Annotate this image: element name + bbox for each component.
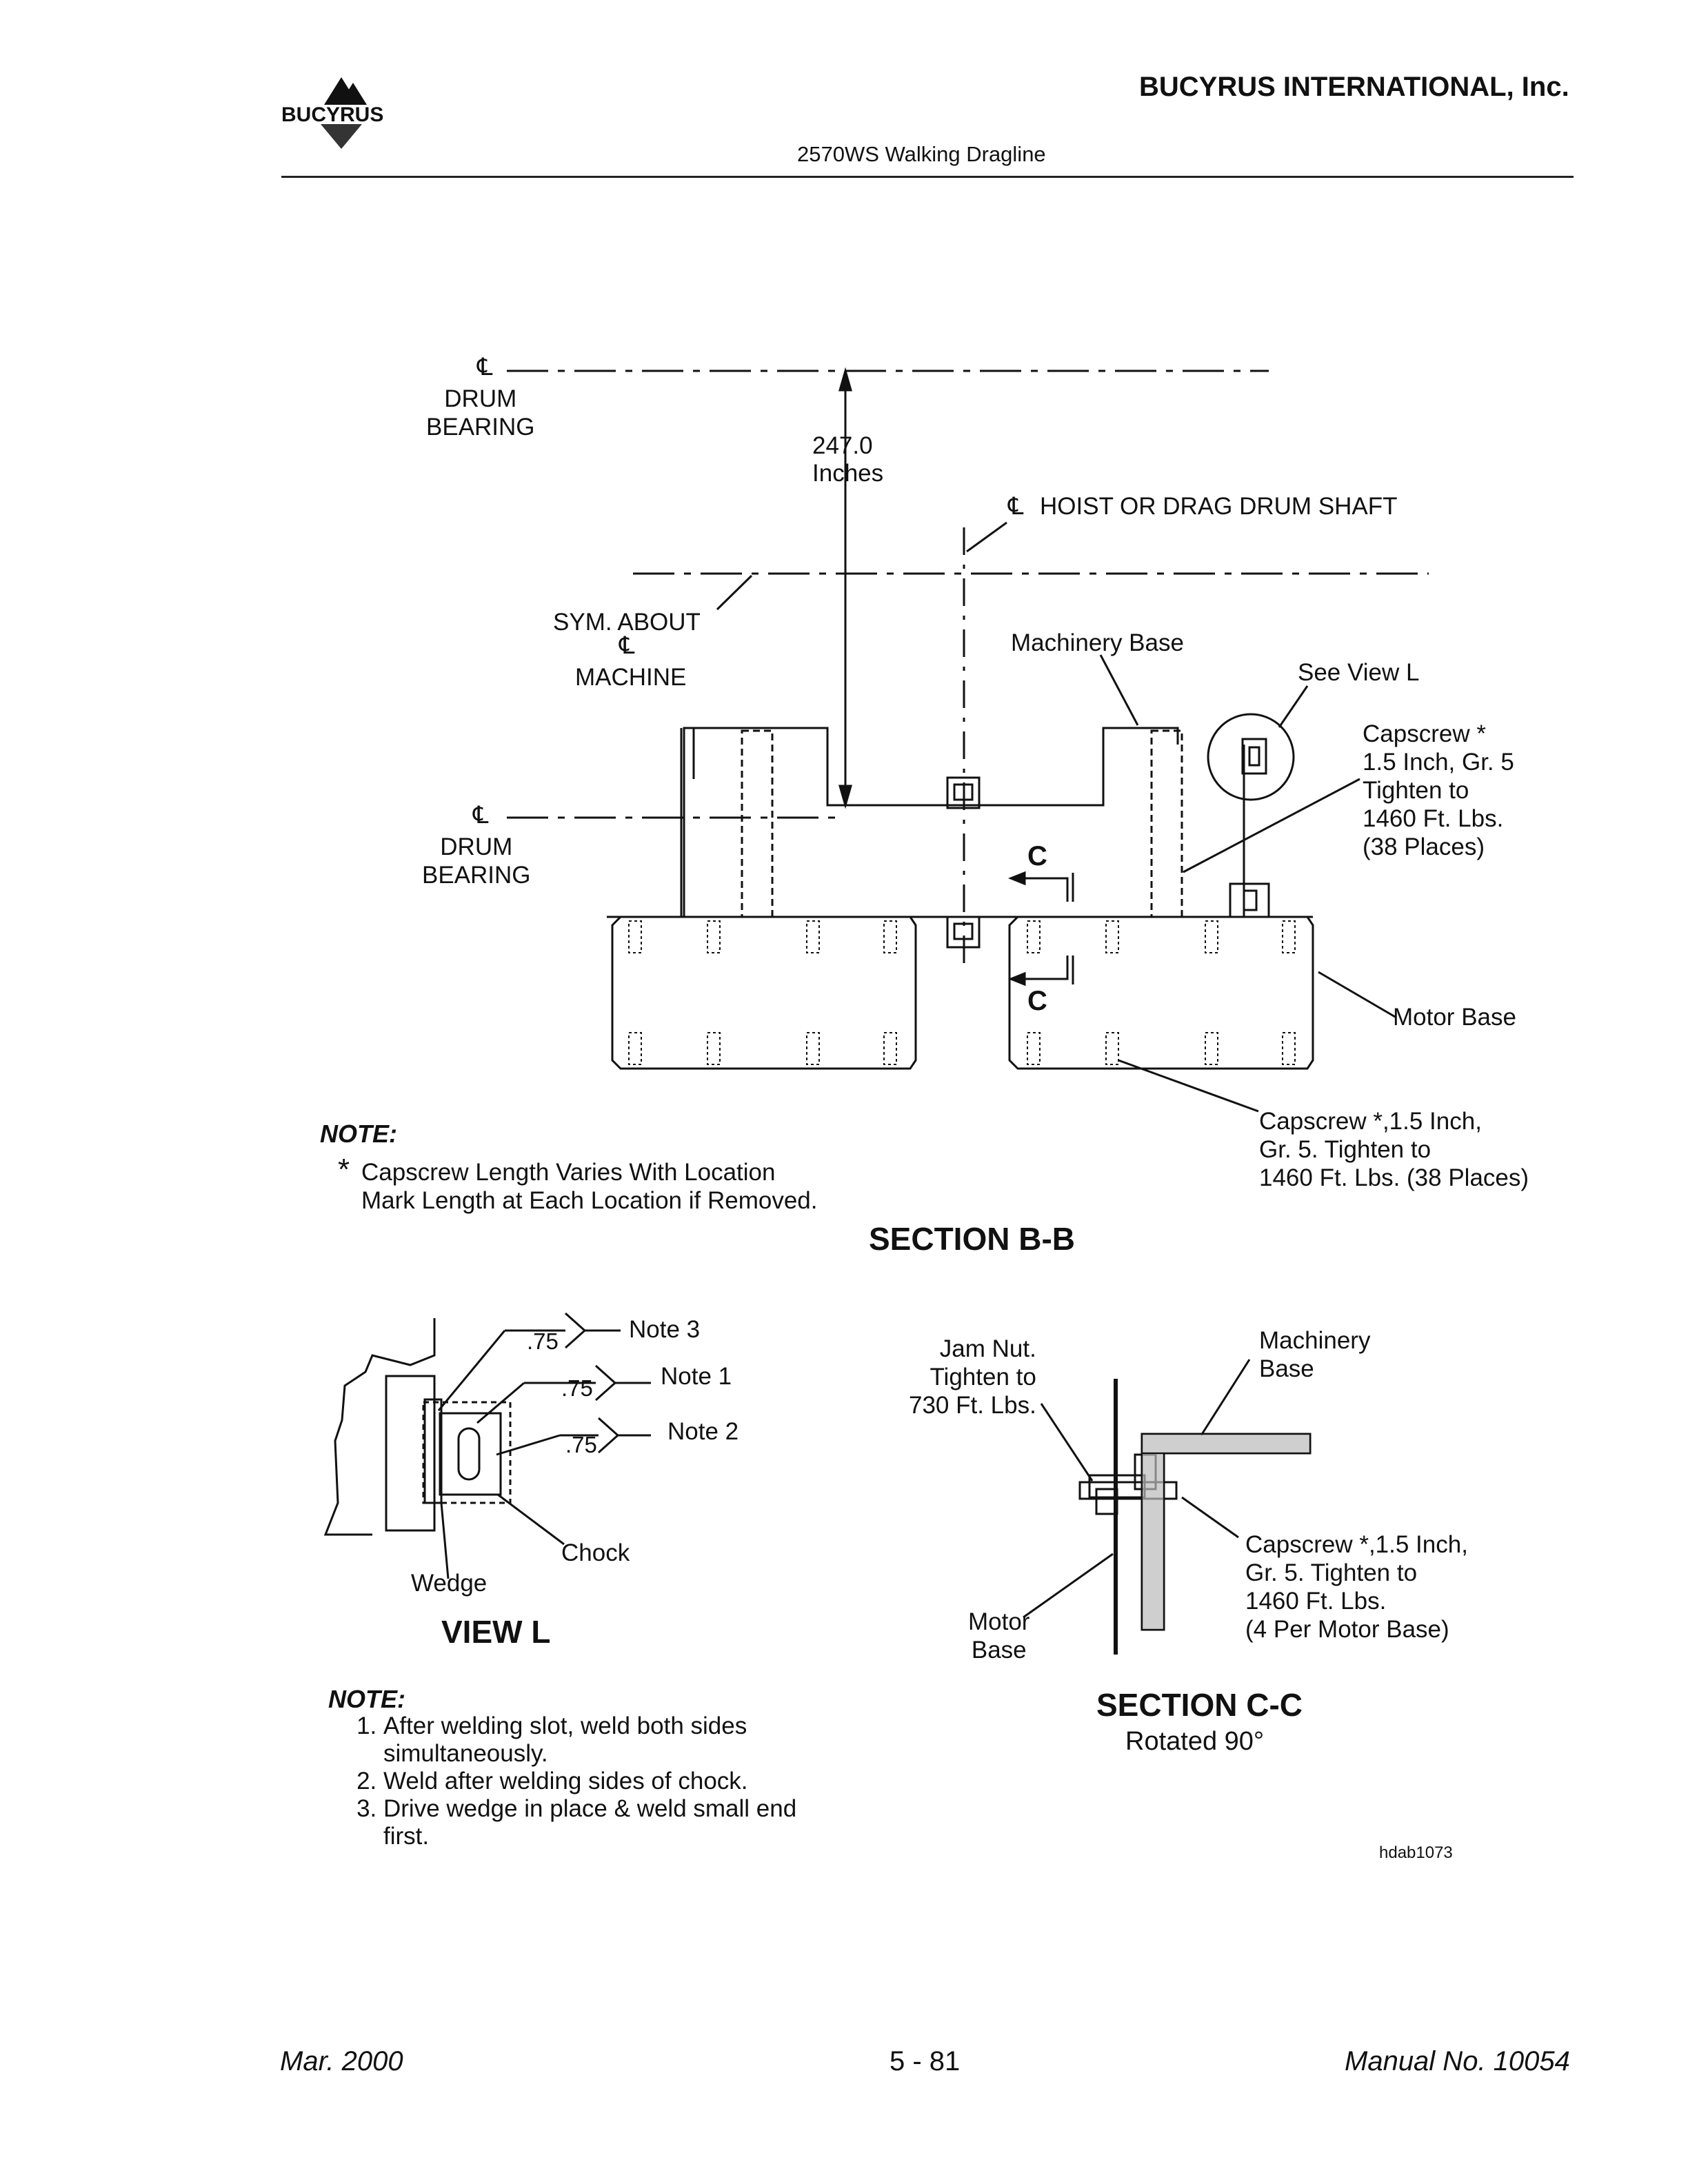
wedge-label: Wedge — [411, 1570, 488, 1597]
weld-size-1: .75 — [561, 1375, 593, 1401]
hoist-shaft-label: HOIST OR DRAG DRUM SHAFT — [1040, 493, 1398, 520]
jam-nut-callout: Jam Nut. Tighten to 730 Ft. Lbs. — [909, 1335, 1036, 1419]
note1-tag: Note 1 — [661, 1363, 732, 1390]
weld-size-2: .75 — [565, 1432, 597, 1457]
dimension-unit: Inches — [812, 460, 884, 487]
dimension-value: 247.0 — [812, 432, 873, 459]
note-bb-heading: NOTE: — [320, 1120, 397, 1148]
cc-capscrew-callout: Capscrew *,1.5 Inch, Gr. 5. Tighten to 1… — [1245, 1531, 1468, 1643]
chock-label: Chock — [561, 1539, 630, 1566]
footer-page: 5 - 81 — [890, 2046, 961, 2076]
cl-symbol-hoist: ℄ — [1008, 493, 1024, 520]
section-marker-upper: C — [1027, 841, 1047, 871]
note-bb-star: * — [338, 1153, 350, 1186]
weld-size-3: .75 — [527, 1328, 559, 1354]
machinery-base-label: Machinery Base — [1011, 629, 1184, 656]
company-name: BUCYRUS INTERNATIONAL, Inc. — [1139, 72, 1569, 102]
logo-mark-icon — [317, 77, 367, 149]
logo-text: BUCYRUS — [281, 103, 384, 126]
header-rule — [281, 176, 1574, 178]
drawing-id: hdab1073 — [1379, 1843, 1453, 1862]
section-cc-title: SECTION C-C — [1096, 1687, 1303, 1723]
section-cc-rotated: Rotated 90° — [1125, 1727, 1265, 1756]
view-l-title: VIEW L — [441, 1614, 551, 1650]
footer-manual: Manual No. 10054 — [1345, 2046, 1570, 2076]
note3-tag: Note 3 — [629, 1316, 701, 1343]
cl-symbol-top: ℄ — [477, 354, 493, 381]
section-bb-title: SECTION B-B — [869, 1221, 1075, 1257]
drum-bearing-bottom-label: DRUM BEARING — [422, 833, 531, 889]
note-l-heading: NOTE: — [328, 1685, 405, 1713]
footer-date: Mar. 2000 — [280, 2046, 403, 2076]
note2-tag: Note 2 — [667, 1418, 739, 1445]
sym-about-label: SYM. ABOUT — [553, 609, 701, 636]
note-l-item: After welding slot, weld both sides simu… — [383, 1712, 797, 1768]
machine-label: MACHINE — [575, 664, 687, 691]
see-view-l-label: See View L — [1298, 659, 1420, 686]
bucyrus-logo: BUCYRUS — [276, 72, 407, 154]
note-l-item: Weld after welding sides of chock. — [383, 1768, 797, 1795]
document-subtitle: 2570WS Walking Dragline — [797, 142, 1046, 166]
capscrew-upper-callout: Capscrew * 1.5 Inch, Gr. 5 Tighten to 14… — [1363, 720, 1514, 860]
note-bb-body: Capscrew Length Varies With Location Mar… — [361, 1159, 818, 1214]
note-l-list: After welding slot, weld both sides simu… — [334, 1712, 797, 1850]
motor-base-label: Motor Base — [1393, 1004, 1516, 1031]
section-marker-lower: C — [1027, 986, 1047, 1016]
cl-symbol-machine: ℄ — [619, 632, 635, 659]
cc-motor-base-callout: Motor Base — [968, 1608, 1030, 1664]
capscrew-lower-callout: Capscrew *,1.5 Inch, Gr. 5. Tighten to 1… — [1259, 1108, 1529, 1191]
drum-bearing-top-label: DRUM BEARING — [426, 385, 535, 441]
cc-machinery-base-callout: Machinery Base — [1259, 1327, 1371, 1382]
cl-symbol-bottom: ℄ — [473, 802, 489, 829]
note-l-item: Drive wedge in place & weld small end fi… — [383, 1795, 797, 1850]
